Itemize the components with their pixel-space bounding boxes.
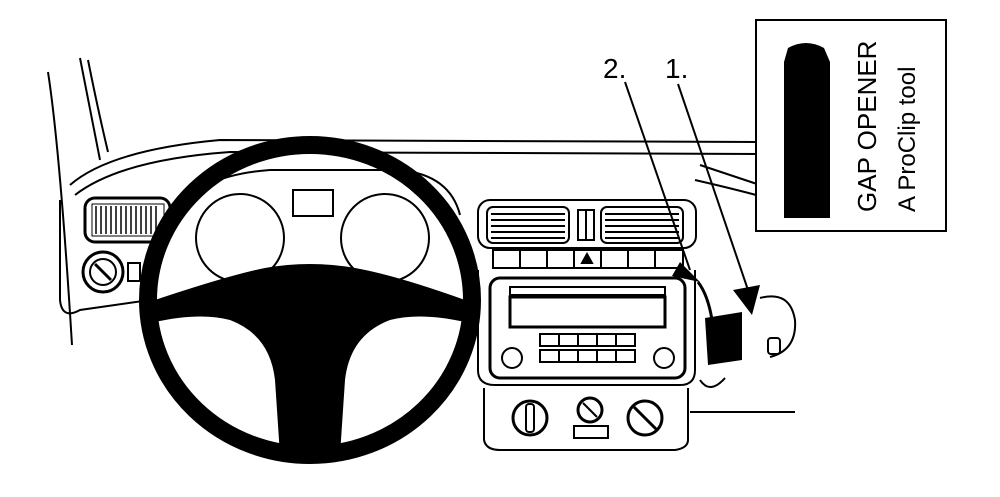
climate-controls	[483, 388, 795, 451]
light-switch-knob	[81, 250, 141, 294]
callout-1-label: 1.	[665, 53, 688, 84]
steering-wheel-hub	[155, 264, 465, 455]
switch-row	[492, 249, 684, 269]
right-side-area	[699, 295, 797, 388]
steering-wheel	[139, 136, 481, 464]
callout-1: 1.	[665, 53, 760, 315]
tool-subtitle: A ProClip tool	[894, 67, 921, 212]
dashboard-outline	[59, 138, 761, 315]
mount-bracket	[696, 281, 742, 365]
radio-unit	[477, 270, 696, 386]
center-vents	[477, 199, 697, 249]
callout-2-label: 2.	[603, 53, 626, 84]
tool-title: GAP OPENER	[852, 41, 882, 212]
callout-2: 2.	[603, 53, 700, 282]
gap-opener-tool-box: GAP OPENER A ProClip tool	[755, 19, 947, 232]
gap-opener-tool-icon	[784, 43, 830, 218]
a-pillar	[47, 57, 109, 346]
